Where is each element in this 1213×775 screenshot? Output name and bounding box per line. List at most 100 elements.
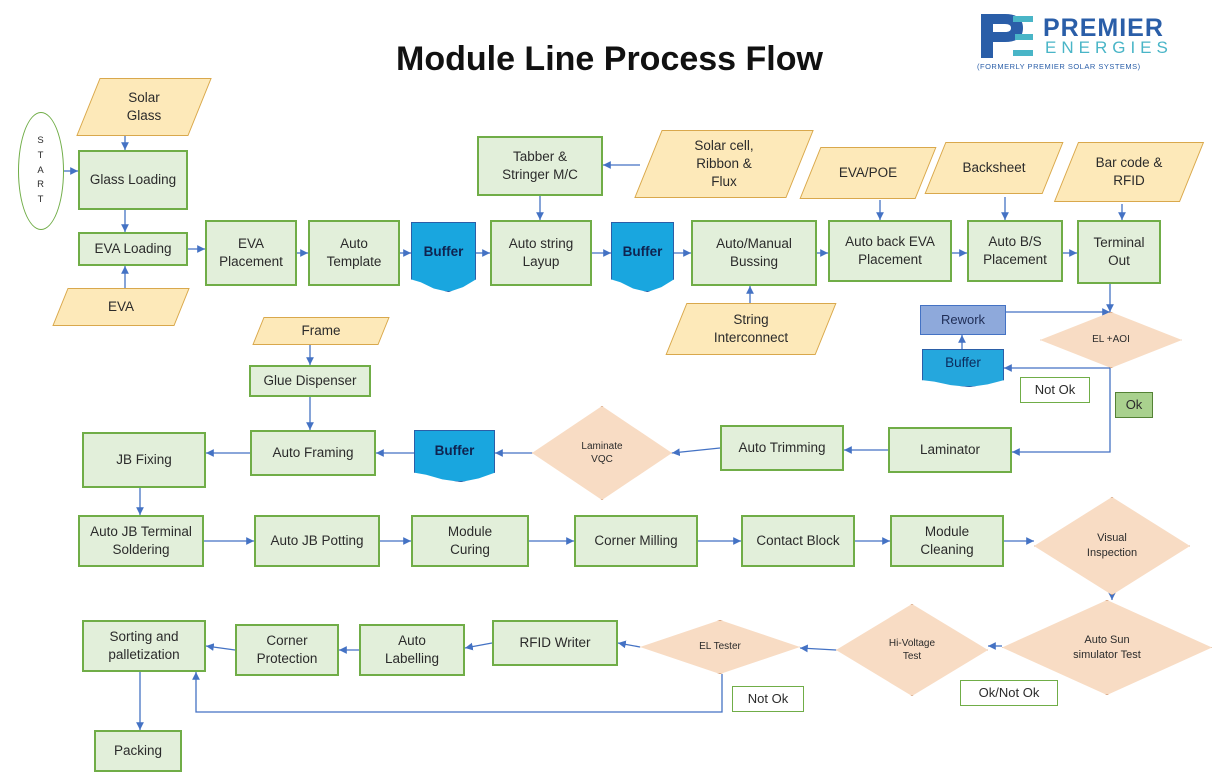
node-buffer4: Buffer — [414, 430, 495, 482]
node-label: RFID Writer — [519, 634, 591, 650]
node-jb-fixing: JB Fixing — [82, 432, 206, 488]
node-auto-back-eva: Auto back EVA Placement — [828, 220, 952, 282]
node-sun-sim: Auto Sun simulator Test — [1002, 600, 1212, 695]
connector-arrow — [205, 643, 236, 651]
connector-arrow — [617, 640, 641, 649]
node-label: Auto back EVA Placement — [845, 233, 935, 267]
node-label: Terminal Out — [1093, 234, 1145, 268]
node-label: Laminator — [919, 441, 981, 457]
node-label: Contact Block — [756, 532, 840, 548]
node-laminator: Laminator — [888, 427, 1012, 473]
node-label: Auto JB Potting — [270, 532, 364, 548]
node-visual: Visual Inspection — [1034, 497, 1190, 595]
node-label: Ok — [1125, 397, 1143, 413]
node-packing: Packing — [94, 730, 182, 772]
node-label: Corner Milling — [594, 532, 678, 548]
node-auto-trimming: Auto Trimming — [720, 425, 844, 471]
node-label: Auto B/S Placement — [983, 233, 1047, 267]
node-label: Sorting and palletization — [108, 628, 180, 662]
connector-arrow — [192, 672, 723, 713]
node-buffer2: Buffer — [611, 222, 674, 292]
node-label: Glass Loading — [89, 171, 177, 187]
connector-arrow — [671, 447, 721, 457]
company-logo: PREMIER ENERGIES (FORMERLY PREMIER SOLAR… — [975, 8, 1205, 78]
node-corner-protection: Corner Protection — [235, 624, 339, 676]
node-auto-labelling: Auto Labelling — [359, 624, 465, 676]
node-tabber: Tabber & Stringer M/C — [477, 136, 603, 196]
logo-mark-icon — [981, 14, 1033, 58]
node-buffer3: Buffer — [922, 349, 1004, 387]
node-glue: Glue Dispenser — [249, 365, 371, 397]
node-el-tester: EL Tester — [640, 620, 800, 674]
node-label: Laminate VQC — [581, 440, 623, 466]
connector-arrow — [799, 644, 837, 653]
node-hi-voltage: Hi-Voltage Test — [836, 604, 988, 696]
node-string-ic: String Interconnect — [676, 303, 826, 355]
node-barcode: Bar code & RFID — [1066, 142, 1192, 202]
node-curing: Module Curing — [411, 515, 529, 567]
node-label: Auto Labelling — [384, 632, 440, 666]
node-cleaning: Module Cleaning — [890, 515, 1004, 567]
node-label: Auto Trimming — [738, 439, 826, 455]
node-label: String Interconnect — [713, 311, 789, 345]
node-contact-block: Contact Block — [741, 515, 855, 567]
node-label: Not Ok — [747, 691, 789, 707]
node-label: Auto Template — [326, 235, 382, 269]
node-label: EVA Loading — [94, 240, 172, 256]
node-label: S T A R T — [37, 135, 45, 206]
node-label: Glue Dispenser — [263, 372, 357, 388]
node-buffer1: Buffer — [411, 222, 476, 292]
node-solar-glass: Solar Glass — [88, 78, 200, 136]
node-ok1: Ok — [1115, 392, 1153, 418]
node-sorting: Sorting and palletization — [82, 620, 206, 672]
node-label: Auto string Layup — [508, 235, 574, 269]
node-label: EVA — [107, 298, 134, 314]
node-eva-poe: EVA/POE — [810, 147, 926, 199]
node-label: EVA/POE — [838, 164, 898, 180]
node-label: Frame — [301, 322, 341, 338]
node-label: Tabber & Stringer M/C — [502, 148, 578, 182]
node-jb-potting: Auto JB Potting — [254, 515, 380, 567]
node-label: EVA Placement — [219, 235, 283, 269]
node-label: Buffer — [945, 354, 981, 370]
node-eva-in: EVA — [60, 288, 182, 326]
node-terminal-out: Terminal Out — [1077, 220, 1161, 284]
node-solar-cell: Solar cell, Ribbon & Flux — [648, 130, 800, 198]
node-auto-framing: Auto Framing — [250, 430, 376, 476]
logo-brand-name: PREMIER — [1043, 14, 1164, 42]
node-label: Buffer — [622, 243, 663, 259]
node-auto-bs: Auto B/S Placement — [967, 220, 1063, 282]
node-not-ok1: Not Ok — [1020, 377, 1090, 403]
node-glass-loading: Glass Loading — [78, 150, 188, 210]
connector-arrow — [464, 642, 493, 651]
node-rework: Rework — [920, 305, 1006, 335]
node-label: Auto Sun simulator Test — [1073, 633, 1141, 661]
node-laminate-vqc: Laminate VQC — [532, 406, 672, 500]
node-label: Module Curing — [447, 523, 493, 557]
node-bussing: Auto/Manual Bussing — [691, 220, 817, 286]
node-label: Buffer — [423, 243, 464, 259]
node-label: Corner Protection — [256, 632, 318, 666]
node-label: Buffer — [434, 442, 475, 458]
node-label: Hi-Voltage Test — [888, 637, 936, 663]
node-label: Bar code & RFID — [1095, 154, 1163, 188]
node-eva-placement: EVA Placement — [205, 220, 297, 286]
node-label: JB Fixing — [116, 451, 172, 467]
node-label: Packing — [113, 742, 163, 758]
node-label: Auto JB Terminal Soldering — [90, 523, 192, 557]
node-auto-template: Auto Template — [308, 220, 400, 286]
node-label: Module Cleaning — [920, 523, 974, 557]
node-label: EL Tester — [699, 641, 741, 653]
node-el-aoi: EL +AOI — [1040, 312, 1182, 368]
logo-brand-sub: ENERGIES — [1045, 38, 1173, 57]
node-backsheet: Backsheet — [935, 142, 1053, 194]
node-label: Not Ok — [1034, 382, 1076, 398]
node-auto-string: Auto string Layup — [490, 220, 592, 286]
node-label: Auto/Manual Bussing — [716, 235, 792, 269]
node-jb-solder: Auto JB Terminal Soldering — [78, 515, 204, 567]
node-corner-milling: Corner Milling — [574, 515, 698, 567]
node-not-ok2: Not Ok — [732, 686, 804, 712]
node-label: Ok/Not Ok — [978, 685, 1040, 701]
